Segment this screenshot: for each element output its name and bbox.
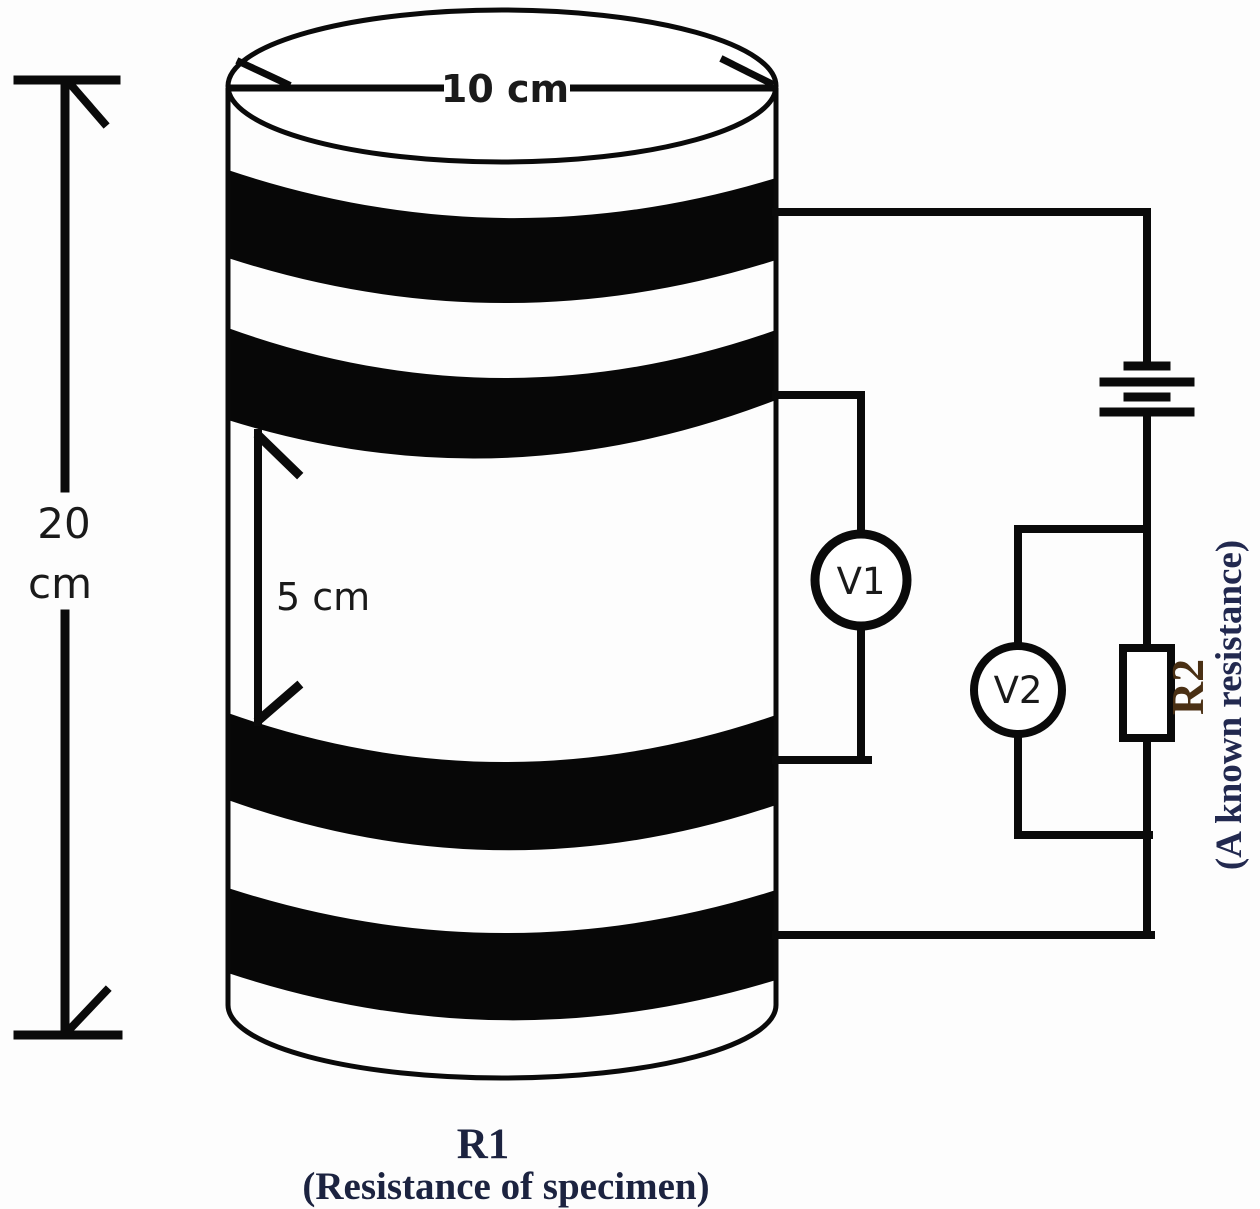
- electrode-band-3: [228, 713, 776, 851]
- electrode-band-1: [228, 170, 776, 304]
- wire-branch-to-v2: [1014, 525, 1151, 650]
- diameter-label: 10 cm: [441, 67, 569, 111]
- height-unit-label: cm: [28, 559, 92, 608]
- electrode-gap-dimension: 5 cm: [253, 429, 370, 726]
- diameter-dimension: 10 cm: [228, 55, 776, 111]
- voltmeter-v2-icon: [970, 642, 1066, 738]
- voltmeter-v2-label: V2: [994, 669, 1043, 712]
- specimen-label: R1: [457, 1121, 510, 1168]
- diameter-arrow-left-icon: [235, 57, 292, 89]
- diameter-label-backing: [444, 62, 570, 108]
- wire-band2-to-v1: [772, 391, 865, 538]
- electrode-band-2: [228, 328, 776, 459]
- resistor-r2-label: R2: [1162, 659, 1213, 715]
- electrode-band-4: [228, 888, 776, 1021]
- measurement-circuit: V2 V1 R2 (A known resistance): [772, 208, 1250, 939]
- battery-icon: [1099, 361, 1195, 417]
- diameter-arrow-right-icon: [719, 55, 775, 88]
- cylinder-body-outline: [225, 88, 779, 1081]
- wire-top-band-to-battery: [772, 208, 1151, 368]
- height-arrow-top-icon: [66, 80, 110, 129]
- gap-arrow-top-icon: [253, 430, 304, 480]
- voltmeter-v1-label: V1: [837, 560, 886, 603]
- height-arrow-bottom-icon: [64, 985, 112, 1035]
- specimen-cylinder: [225, 7, 779, 1081]
- resistor-r2-icon: [1119, 644, 1175, 742]
- wire-v2-to-junction: [1014, 730, 1153, 839]
- height-value-label: 20: [37, 499, 90, 548]
- gap-arrow-bottom-icon: [253, 680, 304, 726]
- specimen-caption: R1 (Resistance of specimen): [302, 1121, 709, 1208]
- height-dimension: 20 cm: [13, 75, 123, 1040]
- resistor-r2-caption: (A known resistance): [1209, 540, 1250, 870]
- gap-label: 5 cm: [276, 575, 370, 619]
- specimen-caption-text: (Resistance of specimen): [302, 1165, 709, 1208]
